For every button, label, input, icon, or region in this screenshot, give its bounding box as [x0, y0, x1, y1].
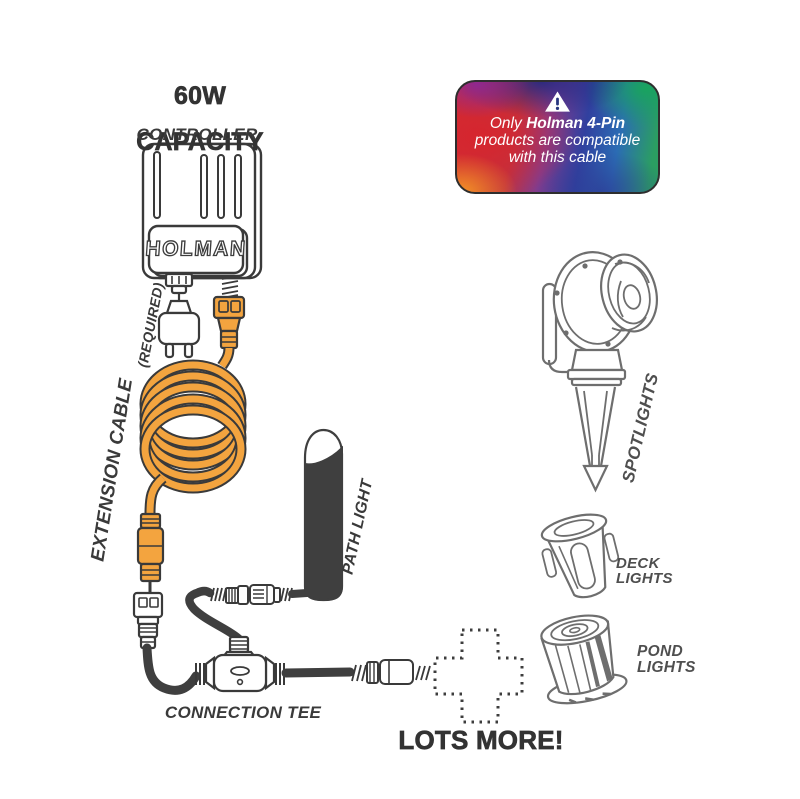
tee-female-connector [132, 591, 164, 650]
badge-line1: Only Holman 4-Pin [457, 115, 658, 132]
pond-light-drawing [540, 614, 628, 705]
capacity-label: 60W CAPACITY [136, 62, 264, 177]
controller-drawing [141, 142, 263, 280]
pond-lights-label: POND LIGHTS [637, 643, 696, 676]
cable-tee-to-joint [185, 586, 244, 644]
capacity-line1: 60W [173, 82, 227, 110]
controller-cable-spring [221, 275, 239, 299]
connection-tee-label: CONNECTION TEE [164, 702, 322, 722]
path-light-drawing [303, 428, 344, 602]
warning-icon [545, 91, 570, 112]
deck-lights-label: DECK LIGHTS [616, 555, 673, 587]
right-connector-chain [281, 659, 431, 685]
badge-line1-prefix: Only [489, 115, 527, 132]
path-light-connector-joint [210, 584, 311, 605]
badge-line2: products are compatible [474, 132, 641, 149]
controller-label: CONTROLLER [136, 124, 258, 144]
badge-line3: with this cable [508, 149, 607, 166]
badge-line1-bold: Holman 4-Pin [526, 115, 626, 132]
spotlight-drawing [541, 251, 658, 493]
warning-badge: Only Holman 4-Pin products are compatibl… [455, 80, 660, 194]
cable-connector-end [136, 512, 165, 594]
connection-tee-drawing [195, 635, 285, 693]
lots-more-plus [433, 628, 524, 724]
power-plug-drawing [157, 272, 201, 359]
lots-more-label: LOTS MORE! [398, 724, 564, 755]
capacity-line2: CAPACITY [136, 128, 264, 156]
brand-logo: HOLMAN [144, 237, 248, 261]
cable-to-tee [142, 643, 201, 695]
extension-cable-coil [139, 347, 247, 515]
deck-light-drawing [540, 513, 620, 599]
cable-connector-top [212, 295, 246, 350]
